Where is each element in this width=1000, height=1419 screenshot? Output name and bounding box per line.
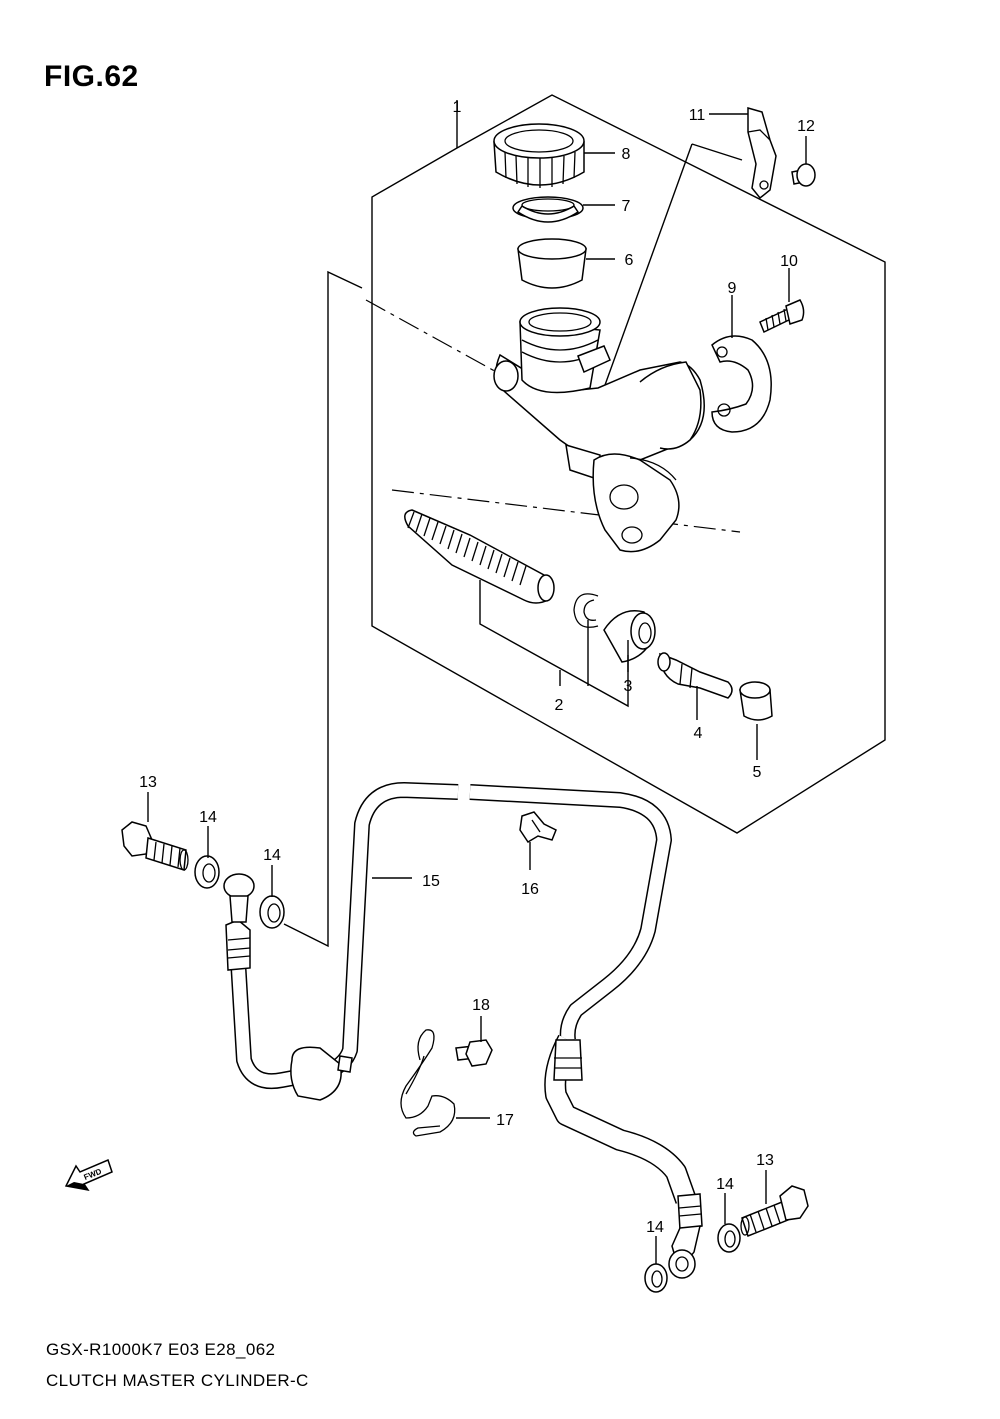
- callout-14-b: 14: [263, 847, 281, 864]
- callout-11: 11: [689, 107, 706, 124]
- callout-17: 17: [496, 1112, 514, 1129]
- centerline: [391, 489, 741, 533]
- banjo-bolt-lower: [740, 1185, 809, 1237]
- callout-10: 10: [780, 253, 798, 270]
- model-code: GSX-R1000K7 E03 E28_062: [46, 1340, 276, 1359]
- callout-14-c: 14: [646, 1219, 664, 1236]
- figure-caption: CLUTCH MASTER CYLINDER-C: [46, 1371, 309, 1390]
- handlebar-clamp: [711, 335, 772, 433]
- washer: [259, 895, 285, 929]
- hose-clip: [519, 811, 557, 844]
- callout-1: 1: [453, 99, 462, 116]
- callout-5: 5: [753, 764, 762, 781]
- callout-7: 7: [622, 198, 631, 215]
- callout-13-lower: 13: [756, 1152, 774, 1169]
- figure-footer: GSX-R1000K7 E03 E28_062 CLUTCH MASTER CY…: [46, 1334, 309, 1396]
- figure-title: FIG.62: [44, 60, 139, 93]
- push-rod: [657, 652, 733, 699]
- assembly-outline: [371, 94, 886, 834]
- bolt-18: [455, 1039, 493, 1067]
- circlip: [573, 593, 599, 628]
- callout-13-upper: 13: [139, 774, 157, 791]
- dust-boot: [603, 610, 656, 663]
- callout-6: 6: [625, 252, 634, 269]
- rod-cap: [739, 681, 773, 721]
- diaphragm-plate: [512, 196, 584, 223]
- washer: [194, 855, 220, 889]
- callout-3: 3: [624, 678, 633, 695]
- bracket: [747, 107, 777, 200]
- callout-18: 18: [472, 997, 490, 1014]
- fwd-arrow-icon: FWD: [64, 1158, 113, 1192]
- washer: [644, 1263, 668, 1293]
- wire-clamp: [400, 1029, 456, 1137]
- callout-9: 9: [728, 280, 737, 297]
- master-cylinder-body: [493, 307, 705, 553]
- piston-spring: [404, 509, 555, 604]
- centerline: [365, 299, 501, 375]
- callout-4: 4: [694, 725, 703, 742]
- callout-2: 2: [555, 697, 564, 714]
- diaphragm: [517, 238, 587, 289]
- callout-14-a: 14: [199, 809, 217, 826]
- callout-15: 15: [422, 873, 440, 890]
- banjo-bolt-upper: [121, 821, 189, 871]
- callout-16: 16: [521, 881, 539, 898]
- screw-12: [791, 163, 816, 187]
- clutch-hose: [223, 782, 703, 1279]
- callout-8: 8: [622, 146, 631, 163]
- clamp-bolt: [759, 299, 805, 334]
- washer: [717, 1223, 741, 1253]
- reservoir-cap: [493, 123, 585, 188]
- callout-14-d: 14: [716, 1176, 734, 1193]
- callout-12: 12: [797, 118, 815, 135]
